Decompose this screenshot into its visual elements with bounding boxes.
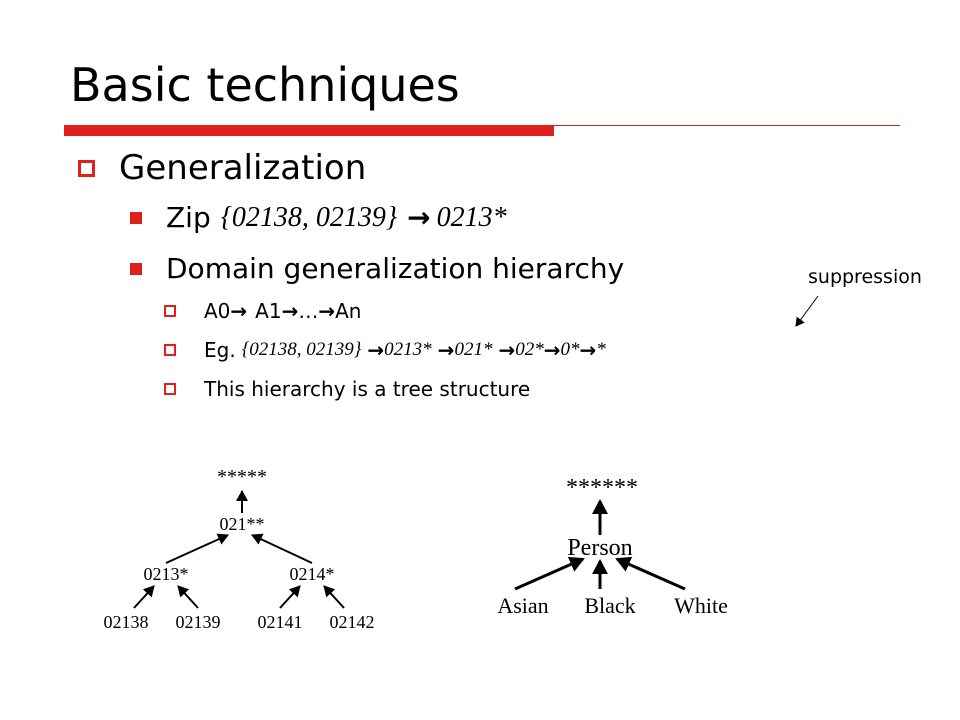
- zip-tree-leaf: 02139: [176, 612, 221, 632]
- eg-step: *: [596, 339, 606, 360]
- zip-tree-edge: [177, 585, 199, 609]
- chain-a0: A0: [204, 299, 231, 323]
- bullet-zip: Zip {02138, 02139} → 0213*: [130, 201, 507, 234]
- zip-result: 0213*: [436, 201, 507, 233]
- race-tree-root: ******: [566, 475, 638, 501]
- slide-title: Basic techniques: [70, 58, 460, 112]
- suppression-arrow-icon: [795, 295, 819, 327]
- tree-note-text: This hierarchy is a tree structure: [204, 377, 531, 401]
- zip-arrow-icon: →: [407, 201, 431, 234]
- bullet-chain: A0 → A1 → … → An: [164, 299, 361, 323]
- chain-arrow-icon: →: [281, 299, 299, 323]
- title-rule-thin: [554, 125, 900, 126]
- zip-tree-level2: 021**: [220, 514, 265, 534]
- zip-tree-edge: [165, 533, 229, 564]
- zip-tree-root: *****: [217, 466, 267, 488]
- race-tree-edge: [514, 556, 585, 591]
- zip-tree-edge: [251, 533, 313, 564]
- chain-an: An: [335, 299, 362, 323]
- filled-square-bullet-icon: [130, 211, 142, 224]
- chain-arrow-icon: →: [318, 299, 336, 323]
- zip-tree-edge: [133, 585, 155, 609]
- title-rule-thick: [64, 125, 554, 136]
- eg-label: Eg.: [204, 338, 236, 362]
- zip-hierarchy-tree: ***** 021** 0213* 0214* 02138 02139 0214…: [104, 466, 375, 632]
- hollow-square-bullet-icon: [78, 159, 95, 177]
- domain-hierarchy-text: Domain generalization hierarchy: [166, 252, 625, 285]
- zip-tree-leaf: 02142: [330, 612, 375, 632]
- eg-step: 0*: [560, 339, 580, 360]
- race-tree-middle: Person: [567, 535, 632, 561]
- race-tree-leaf: Black: [584, 593, 635, 618]
- zip-label: Zip: [166, 201, 211, 234]
- zip-tree-leaf: 02138: [104, 612, 149, 632]
- race-hierarchy-tree: ****** Person Asian Black White: [497, 475, 728, 618]
- eg-step: 0213*: [384, 339, 432, 360]
- race-tree-leaf: White: [674, 593, 728, 618]
- chain-a1: A1: [255, 299, 282, 323]
- race-tree-leaf: Asian: [497, 593, 548, 618]
- eg-arrow-icon: →: [498, 338, 516, 362]
- eg-arrow-icon: →: [437, 338, 455, 362]
- zip-set: {02138, 02139}: [220, 201, 398, 233]
- eg-arrow-icon: →: [543, 338, 561, 362]
- hollow-square-bullet-icon: [164, 305, 176, 317]
- eg-step: 021*: [454, 339, 493, 360]
- chain-ellipsis: …: [298, 299, 319, 323]
- bullet-generalization: Generalization: [78, 148, 366, 188]
- bullet-tree-note: This hierarchy is a tree structure: [164, 377, 530, 401]
- bullet-example: Eg. {02138, 02139} → 0213* → 021* → 02* …: [164, 338, 606, 362]
- eg-arrow-icon: →: [367, 338, 385, 362]
- suppression-label: suppression: [808, 266, 922, 288]
- zip-tree-edge: [279, 585, 301, 609]
- eg-arrow-icon: →: [579, 338, 597, 362]
- zip-tree-node-0213: 0213*: [144, 564, 189, 584]
- eg-step: 02*: [515, 339, 544, 360]
- chain-arrow-icon: →: [230, 299, 248, 323]
- race-tree-edge: [615, 556, 686, 591]
- filled-square-bullet-icon: [130, 262, 142, 275]
- zip-tree-node-0214: 0214*: [290, 564, 335, 584]
- eg-set: {02138, 02139}: [241, 339, 362, 360]
- zip-tree-edge: [323, 585, 345, 609]
- bullet-generalization-text: Generalization: [119, 148, 367, 188]
- bullet-domain-hierarchy: Domain generalization hierarchy: [130, 252, 624, 285]
- zip-tree-leaf: 02141: [258, 612, 303, 632]
- hollow-square-bullet-icon: [164, 383, 176, 395]
- hollow-square-bullet-icon: [164, 344, 176, 356]
